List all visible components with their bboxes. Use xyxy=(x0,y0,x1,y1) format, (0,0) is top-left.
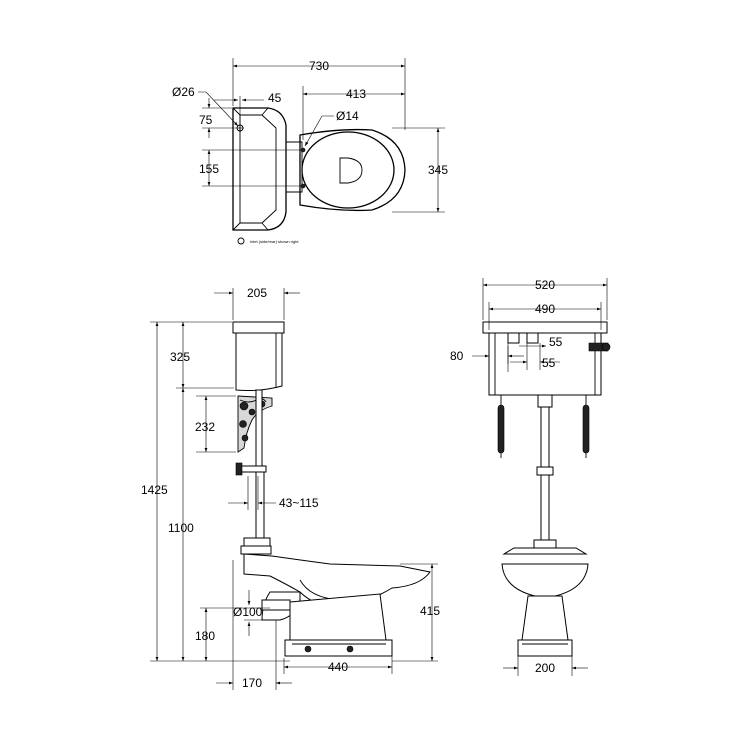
dim-cistern-width: 520 xyxy=(535,278,555,292)
dim-width: 345 xyxy=(428,163,448,177)
dim-pipe-offset-a: 55 xyxy=(549,335,563,349)
bowl-plan xyxy=(299,128,406,212)
dim-overall-height: 1425 xyxy=(141,483,168,497)
dim-inlet-offset: 45 xyxy=(268,91,282,105)
flush-pipe-side xyxy=(235,389,267,539)
inlet-symbol xyxy=(237,237,245,245)
dim-cistern-height: 325 xyxy=(170,350,190,364)
dim-flush-pipe-offset: 43~115 xyxy=(279,496,319,510)
top-view: Inlet (side/rear) shown right 730 413 Ø2… xyxy=(172,58,448,245)
dim-pan-height: 415 xyxy=(420,604,440,618)
dim-inlet-dia: Ø26 xyxy=(172,85,195,99)
dim-lever-offset: 80 xyxy=(450,349,464,363)
side-view: 205 1425 325 1100 232 43~115 Ø100 180 xyxy=(141,286,440,690)
inlet-note: Inlet (side/rear) shown right xyxy=(250,239,299,244)
dim-overall-length: 730 xyxy=(309,59,329,73)
flush-pipe-front xyxy=(533,394,557,549)
cistern-side xyxy=(232,321,285,391)
cistern-plan xyxy=(232,107,287,231)
pan-side xyxy=(240,537,431,657)
dim-base-width: 200 xyxy=(535,661,555,675)
dim-pan-length: 440 xyxy=(328,660,348,674)
dim-fixing-spacing: 155 xyxy=(199,162,219,176)
dim-bowl-length: 413 xyxy=(346,87,366,101)
front-view: 520 490 80 55 55 200 xyxy=(450,278,611,676)
dim-cistern-bottom-height: 1100 xyxy=(168,521,194,535)
dim-bracket-height: 232 xyxy=(195,420,215,434)
dim-outlet-dia: Ø100 xyxy=(233,605,263,619)
dim-outlet-height: 180 xyxy=(195,629,215,643)
dim-inlet-height: 75 xyxy=(199,113,213,127)
dim-fixing-dia: Ø14 xyxy=(336,109,359,123)
ornate-bracket xyxy=(237,395,273,453)
bowl-front xyxy=(501,547,589,657)
pull-chains xyxy=(497,395,590,458)
dim-outlet-setback: 170 xyxy=(242,676,262,690)
dim-pipe-offset-b: 55 xyxy=(542,356,556,370)
dim-cistern-depth: 205 xyxy=(247,286,267,300)
dim-body-width: 490 xyxy=(535,302,555,316)
